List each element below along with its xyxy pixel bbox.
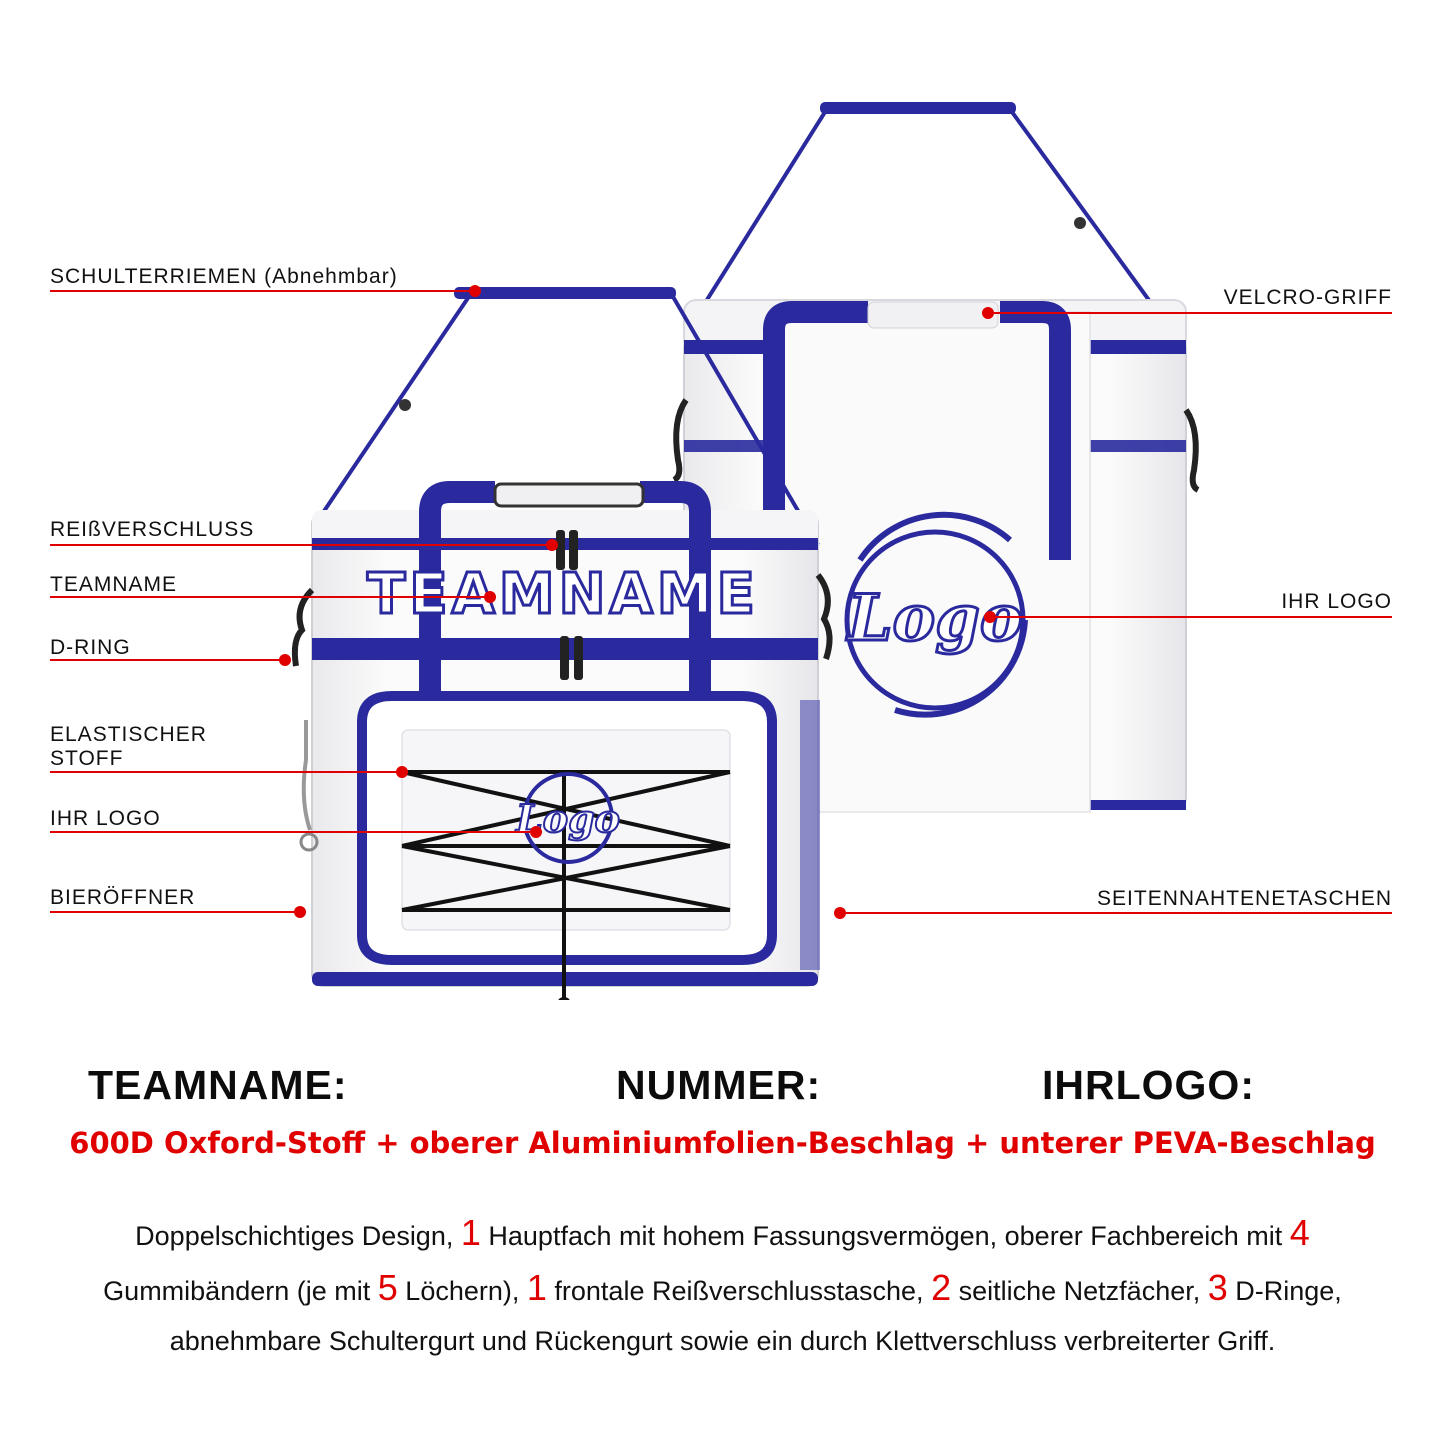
front-teamname-print: TEAMNAME <box>367 562 759 627</box>
label-bottle-opener: BIERÖFFNER <box>50 886 196 909</box>
label-elastic-line1: ELASTISCHER <box>50 723 207 746</box>
callout-lines <box>50 285 1392 919</box>
elastic-cords <box>401 770 731 1000</box>
cooler-bag-illustration: Logo TEAM <box>50 102 1392 1000</box>
description-text: abnehmbare Schultergurt und Rückengurt s… <box>169 1326 1276 1356</box>
count-number: 4 <box>1289 1212 1310 1253</box>
label-shoulder-strap: SCHULTERRIEMEN (Abnehmbar) <box>50 265 398 288</box>
back-strap-pad <box>820 102 1016 114</box>
label-side-pockets: SEITENNAHTENETASCHEN <box>1097 887 1392 910</box>
bottle-opener-chain <box>301 720 312 831</box>
front-strap-ring <box>399 399 411 411</box>
count-number: 5 <box>377 1267 398 1308</box>
description-text: D-Ringe, <box>1227 1276 1342 1306</box>
label-teamname: TEAMNAME <box>50 573 178 596</box>
label-d-ring: D-RING <box>50 636 131 659</box>
front-handle-right <box>640 481 711 720</box>
description-text: Gummibändern (je mit <box>103 1276 378 1306</box>
count-number: 1 <box>526 1267 547 1308</box>
material-line: 600D Oxford-Stoff + oberer Aluminiumfoli… <box>69 1126 1376 1160</box>
front-handle-left <box>419 481 495 720</box>
zipper-pulls <box>556 530 583 680</box>
description-line-2: Gummibändern (je mit 5 Löchern), 1 front… <box>0 1267 1445 1309</box>
label-logo-back: IHR LOGO <box>1281 590 1392 613</box>
count-number: 2 <box>931 1267 952 1308</box>
description-text: frontale Reißverschlusstasche, <box>546 1276 932 1306</box>
description-text: Doppelschichtiges Design, <box>135 1221 461 1251</box>
description-text: seitliche Netzfächer, <box>951 1276 1208 1306</box>
bottle-opener <box>299 832 319 852</box>
count-number: 3 <box>1207 1267 1228 1308</box>
back-handle-left <box>763 301 868 560</box>
heading-teamname: TEAMNAME: <box>88 1062 348 1108</box>
label-velcro-handle: VELCRO-GRIFF <box>1223 286 1392 309</box>
back-panel <box>777 311 1091 813</box>
front-clip-left <box>291 587 315 667</box>
description-line-3: abnehmbare Schultergurt und Rückengurt s… <box>0 1326 1445 1357</box>
front-bag: TEAMNAME Logo <box>291 287 833 1000</box>
side-mesh-pocket <box>800 700 820 970</box>
label-logo-front: IHR LOGO <box>50 807 161 830</box>
cord-toggle <box>558 997 570 1000</box>
heading-number: NUMMER: <box>616 1062 822 1108</box>
front-grip <box>493 482 645 508</box>
back-logo-mark: Logo <box>844 511 1028 718</box>
description-text: Löchern), <box>397 1276 527 1306</box>
description-text: Hauptfach mit hohem Fassungsvermögen, ob… <box>480 1221 1290 1251</box>
heading-logo: IHRLOGO: <box>1042 1062 1255 1108</box>
velcro-handle <box>867 301 999 329</box>
back-clip-right <box>1183 408 1200 493</box>
count-number: 1 <box>460 1212 481 1253</box>
front-strap-pad <box>454 287 676 299</box>
label-zipper: REIßVERSCHLUSS <box>50 518 255 541</box>
back-strap-ring <box>1074 217 1086 229</box>
front-clip-right <box>815 573 833 660</box>
back-logo-text: Logo <box>845 581 1022 656</box>
back-clip-left <box>672 398 689 483</box>
label-elastic-line2: STOFF <box>50 747 124 770</box>
description-line-1: Doppelschichtiges Design, 1 Hauptfach mi… <box>0 1212 1445 1254</box>
